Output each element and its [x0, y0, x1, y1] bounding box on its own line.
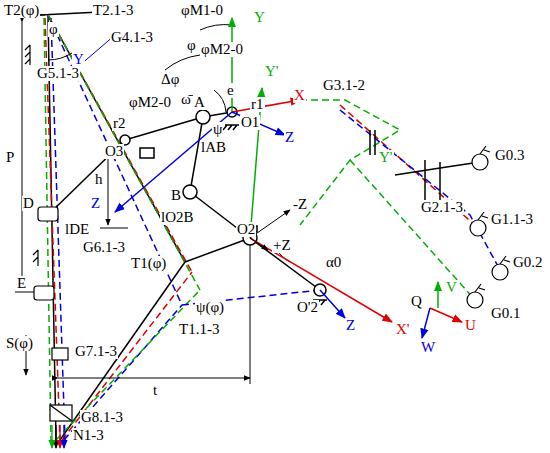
part-label: X' — [395, 322, 411, 337]
part-label: N1-3 — [72, 428, 105, 443]
part-label: t — [152, 383, 158, 398]
part-label: e — [226, 83, 235, 98]
part-label: Q — [410, 294, 423, 309]
part-label: G0.1 — [490, 306, 522, 321]
part-label: O1 — [240, 115, 260, 130]
axes — [72, 18, 462, 338]
spatial-linkage — [300, 100, 500, 300]
part-label: G6.1-3 — [82, 240, 126, 255]
part-label: G2.1-3 — [420, 200, 464, 215]
part-label: V — [445, 280, 458, 295]
triangle-links — [48, 15, 320, 440]
dimension-lines — [15, 15, 250, 384]
part-label: P — [5, 150, 15, 165]
spring-supports — [467, 146, 510, 308]
part-label: α0 — [325, 255, 342, 270]
part-label: G0.3 — [494, 148, 526, 163]
part-label: A — [193, 95, 206, 110]
part-label: lO2B — [160, 210, 195, 225]
part-label: D — [22, 196, 35, 211]
part-label: +Z — [272, 238, 292, 253]
part-label: O2 — [236, 222, 256, 237]
part-label: B — [170, 188, 182, 203]
part-label: G8.1-3 — [80, 410, 124, 425]
part-label: G3.1-2 — [322, 78, 366, 93]
part-label: φM1-0 — [180, 3, 224, 18]
crank-mechanism — [48, 107, 327, 305]
part-label: lAB — [200, 140, 227, 155]
part-label: T2(φ) — [3, 3, 40, 18]
part-label: G0.2 — [512, 255, 544, 270]
part-label: φM2-0 — [128, 95, 172, 110]
part-label: E — [16, 276, 27, 291]
part-label: Z — [90, 196, 101, 211]
part-label: ω̄ — [180, 92, 192, 107]
part-label: T1.1-3 — [178, 322, 220, 337]
part-label: X — [293, 88, 306, 103]
part-label: Y — [253, 10, 266, 25]
part-label: Δφ — [160, 72, 180, 87]
part-label: ψ(φ) — [195, 300, 225, 315]
part-label: U — [464, 318, 477, 333]
part-label: φM2-0 — [200, 42, 244, 57]
part-label: O'2 — [296, 300, 319, 315]
part-label: G4.1-3 — [110, 30, 154, 45]
part-label: φ — [48, 22, 59, 37]
part-label: S(φ) — [5, 336, 34, 351]
part-label: h — [94, 172, 104, 187]
part-label: W — [420, 340, 436, 355]
part-label: Y — [72, 52, 85, 67]
part-label: G1.1-3 — [490, 212, 534, 227]
part-label: G7.1-3 — [74, 344, 118, 359]
part-label: Z — [284, 130, 295, 145]
part-label: ψ — [212, 122, 223, 137]
force-arrows — [52, 425, 64, 448]
part-label: Y' — [378, 150, 394, 165]
part-label: O3 — [104, 144, 124, 159]
part-label: T2.1-3 — [92, 3, 134, 18]
part-label: T1(φ) — [130, 256, 167, 271]
part-label: lDE — [64, 222, 90, 237]
part-label: Z — [345, 318, 356, 333]
part-label: Y' — [264, 64, 280, 79]
part-label: r2 — [112, 116, 127, 131]
part-label: φ — [186, 38, 197, 53]
part-label: G5.1-3 — [36, 66, 80, 81]
part-label: r1 — [250, 97, 265, 112]
part-label: -Z — [292, 197, 308, 212]
